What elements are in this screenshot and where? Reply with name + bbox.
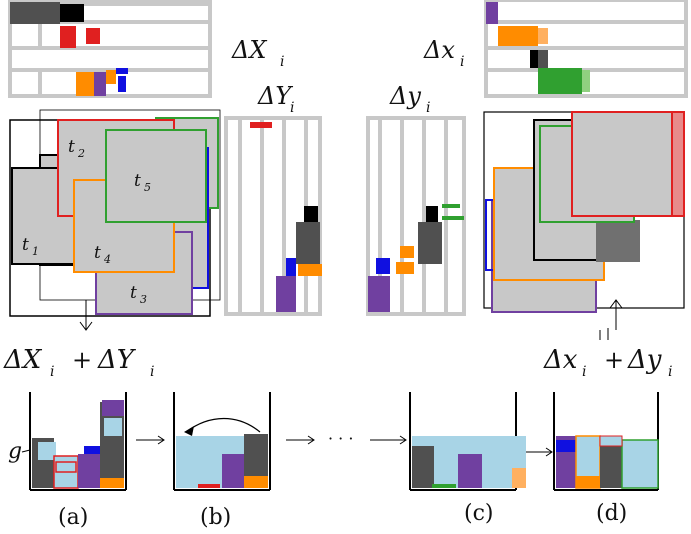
svg-text:ΔY: ΔY: [257, 82, 293, 110]
svg-text:i: i: [280, 54, 284, 70]
svg-text:t: t: [22, 235, 29, 255]
arrow-down-left: [79, 300, 93, 331]
panel-c-container: [409, 392, 526, 491]
svg-text:+: +: [72, 346, 92, 374]
svg-text:t: t: [94, 243, 101, 263]
svg-text:i: i: [668, 364, 672, 380]
svg-text:Δy: Δy: [389, 82, 421, 110]
svg-text:Δx: Δx: [543, 345, 578, 375]
top-right-strip-blocks: [486, 2, 590, 94]
g-gravity-label: g: [8, 439, 31, 464]
left-tile-stack: [9, 109, 221, 317]
svg-text:i: i: [582, 364, 586, 380]
svg-text:ΔX: ΔX: [3, 345, 43, 375]
svg-text:ΔY: ΔY: [97, 345, 137, 375]
arrow-a-b: [136, 435, 165, 445]
arrow-c-d: [526, 447, 553, 457]
svg-text:ΔX: ΔX: [231, 36, 267, 64]
panel-d-container: [553, 392, 659, 491]
ellipsis: · · ·: [328, 429, 353, 448]
panel-d-label: (d): [596, 501, 627, 526]
sum-left: ΔX i + ΔY i: [3, 345, 154, 380]
svg-text:t: t: [130, 283, 137, 303]
right-vertical-strip-blocks: [368, 204, 464, 312]
label-delta-X: ΔX i: [231, 36, 284, 70]
svg-text:i: i: [426, 100, 430, 116]
arrow-up-right: [599, 299, 623, 340]
sum-right: Δx i + Δy i: [543, 345, 672, 380]
svg-text:2: 2: [77, 147, 85, 160]
tile-labels: t 2 t 5 t 1 t 4 t 3: [22, 137, 151, 306]
panel-a-label: (a): [58, 505, 88, 530]
svg-text:4: 4: [103, 253, 111, 266]
right-vertical-strips: [366, 116, 466, 316]
svg-text:+: +: [604, 346, 624, 374]
svg-text:i: i: [50, 364, 54, 380]
arrow-b-dots: [286, 435, 407, 445]
label-delta-y: Δy i: [389, 82, 430, 116]
svg-text:Δx: Δx: [423, 36, 455, 64]
panel-c-label: (c): [464, 501, 494, 526]
svg-text:t: t: [134, 171, 141, 191]
svg-text:Δy: Δy: [627, 345, 662, 375]
svg-text:g: g: [8, 439, 22, 464]
svg-text:i: i: [460, 54, 464, 70]
svg-text:1: 1: [32, 245, 39, 258]
right-tile-stack: [483, 111, 685, 313]
label-delta-x: Δx i: [423, 36, 464, 70]
svg-text:i: i: [290, 100, 294, 116]
top-left-strip-blocks: [10, 2, 128, 96]
panel-a-container: [29, 392, 127, 491]
svg-text:3: 3: [140, 293, 147, 306]
label-delta-Y: ΔY i: [257, 82, 294, 116]
svg-text:i: i: [150, 364, 154, 380]
svg-text:t: t: [68, 137, 75, 157]
svg-text:5: 5: [144, 181, 151, 194]
panel-b-label: (b): [200, 505, 231, 530]
panel-b-container: [173, 392, 271, 491]
left-vertical-strip-blocks: [250, 122, 322, 312]
